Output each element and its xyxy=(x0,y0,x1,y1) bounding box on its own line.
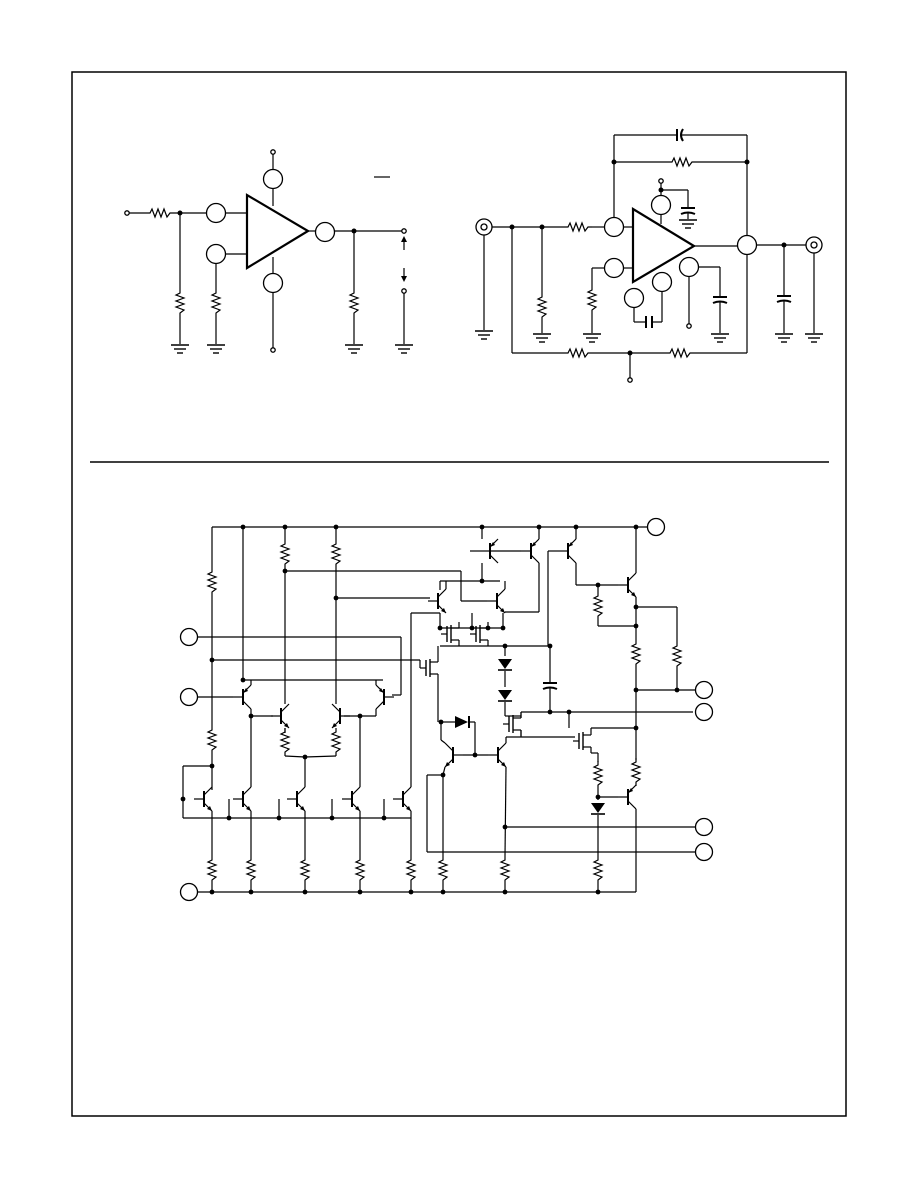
pin-output-left xyxy=(314,221,336,243)
pin-vminus-left xyxy=(262,272,284,294)
opamp-left xyxy=(245,193,311,270)
pin-inverting-input-right xyxy=(603,216,625,238)
pin-comp-a-right xyxy=(623,287,645,309)
pin-comp-b-right xyxy=(651,271,673,293)
page-border xyxy=(71,71,847,1117)
schematic xyxy=(179,517,714,902)
pin-vplus-schematic xyxy=(646,517,666,537)
pin-noninverting-input-right xyxy=(603,257,625,279)
pin-output-right xyxy=(736,234,758,256)
opamp-right xyxy=(631,207,697,284)
pin-offset-b-schematic xyxy=(694,842,714,862)
pin-input-a-schematic xyxy=(179,627,199,647)
pin-vplus-right xyxy=(650,194,672,216)
pin-vminus-schematic xyxy=(179,882,199,902)
pin-comp-schematic xyxy=(694,702,714,722)
test-circuit-right xyxy=(474,128,824,383)
pin-inverting-input-left xyxy=(205,202,227,224)
pin-offset-a-schematic xyxy=(694,817,714,837)
pin-vplus-left xyxy=(262,168,284,190)
test-circuit-left xyxy=(124,149,414,354)
pin-output-schematic xyxy=(694,680,714,700)
pin-noninverting-input-left xyxy=(205,243,227,265)
pin-vminus-right xyxy=(678,256,700,278)
pin-input-b-schematic xyxy=(179,687,199,707)
